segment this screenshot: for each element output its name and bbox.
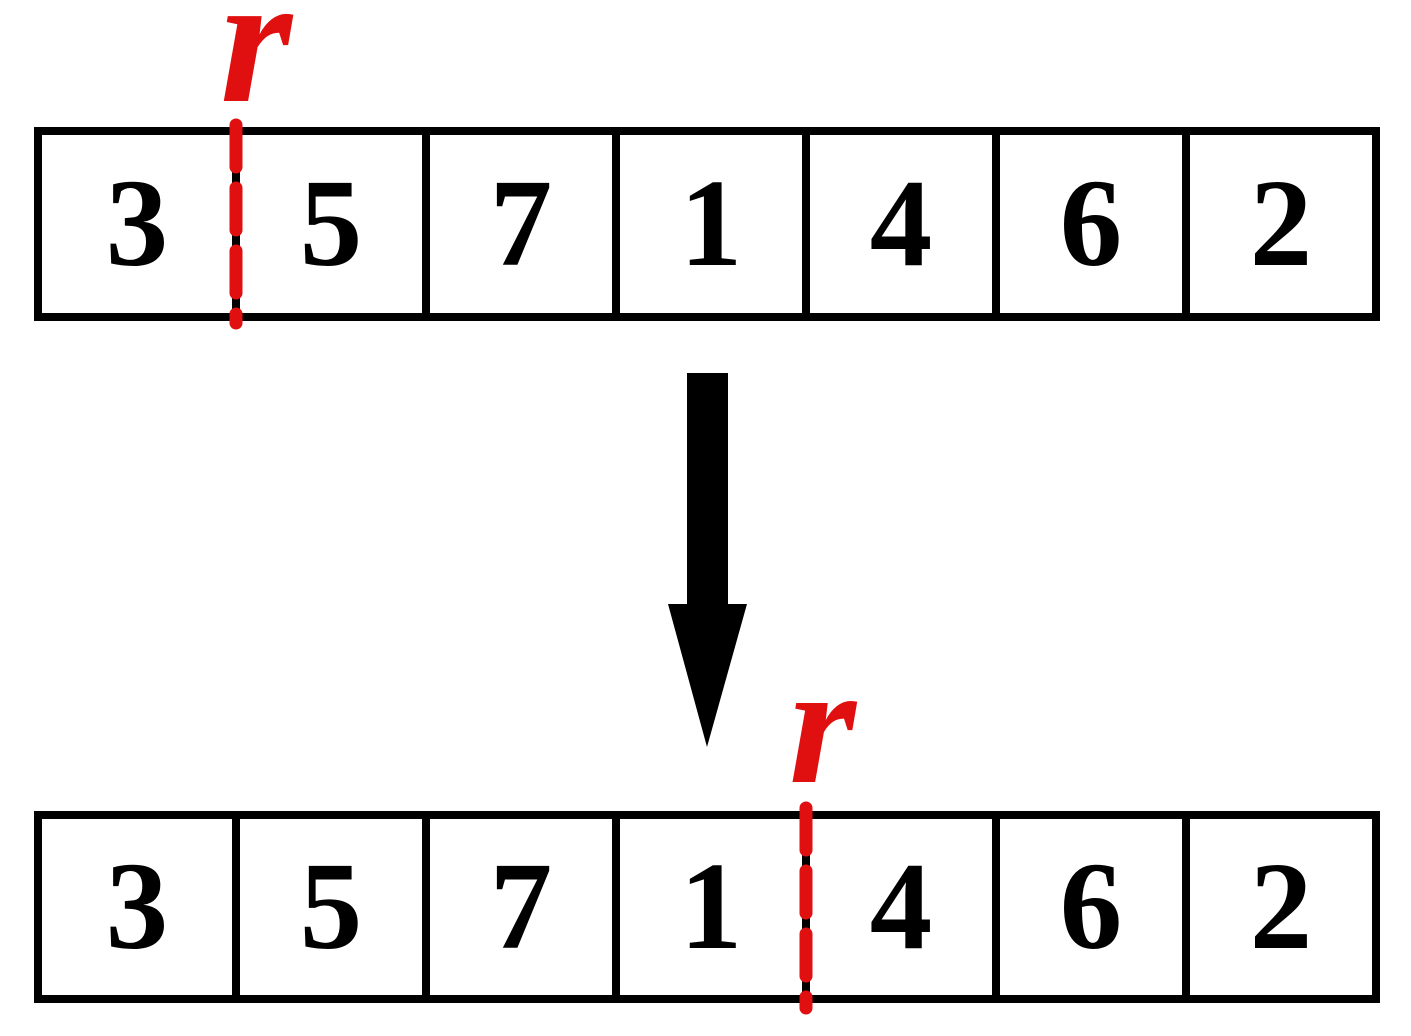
cell-value: 1 [679, 837, 743, 976]
cell-value: 2 [1249, 154, 1313, 293]
pointer-label-bottom: r [789, 630, 858, 820]
cell-value: 3 [105, 154, 169, 293]
array-top-cell-4: 4 [802, 135, 992, 313]
cell-value: 4 [869, 837, 933, 976]
array-bottom-cell-5: 6 [992, 819, 1182, 995]
cell-value: 7 [489, 154, 553, 293]
array-bottom-cell-4: 4 [802, 819, 992, 995]
cell-value: 1 [679, 154, 743, 293]
cell-value: 3 [105, 837, 169, 976]
cell-value: 5 [299, 837, 363, 976]
cell-value: 2 [1249, 837, 1313, 976]
array-bottom-cell-2: 7 [422, 819, 612, 995]
array-bottom: 3 5 7 1 4 6 2 [34, 811, 1380, 1003]
array-bottom-cell-0: 3 [42, 819, 232, 995]
array-top-cell-1: 5 [232, 135, 422, 313]
array-bottom-cell-1: 5 [232, 819, 422, 995]
cell-value: 4 [869, 154, 933, 293]
cell-value: 6 [1059, 154, 1123, 293]
array-top-cell-2: 7 [422, 135, 612, 313]
down-arrow-icon [668, 373, 747, 747]
pointer-label-top: r [220, 0, 294, 142]
cell-value: 7 [489, 837, 553, 976]
cell-value: 6 [1059, 837, 1123, 976]
cell-value: 5 [299, 154, 363, 293]
array-top: 3 5 7 1 4 6 2 [34, 127, 1380, 321]
array-top-cell-6: 2 [1182, 135, 1372, 313]
array-top-cell-0: 3 [42, 135, 232, 313]
array-bottom-cell-3: 1 [612, 819, 802, 995]
array-bottom-cell-6: 2 [1182, 819, 1372, 995]
array-top-cell-3: 1 [612, 135, 802, 313]
array-top-cell-5: 6 [992, 135, 1182, 313]
